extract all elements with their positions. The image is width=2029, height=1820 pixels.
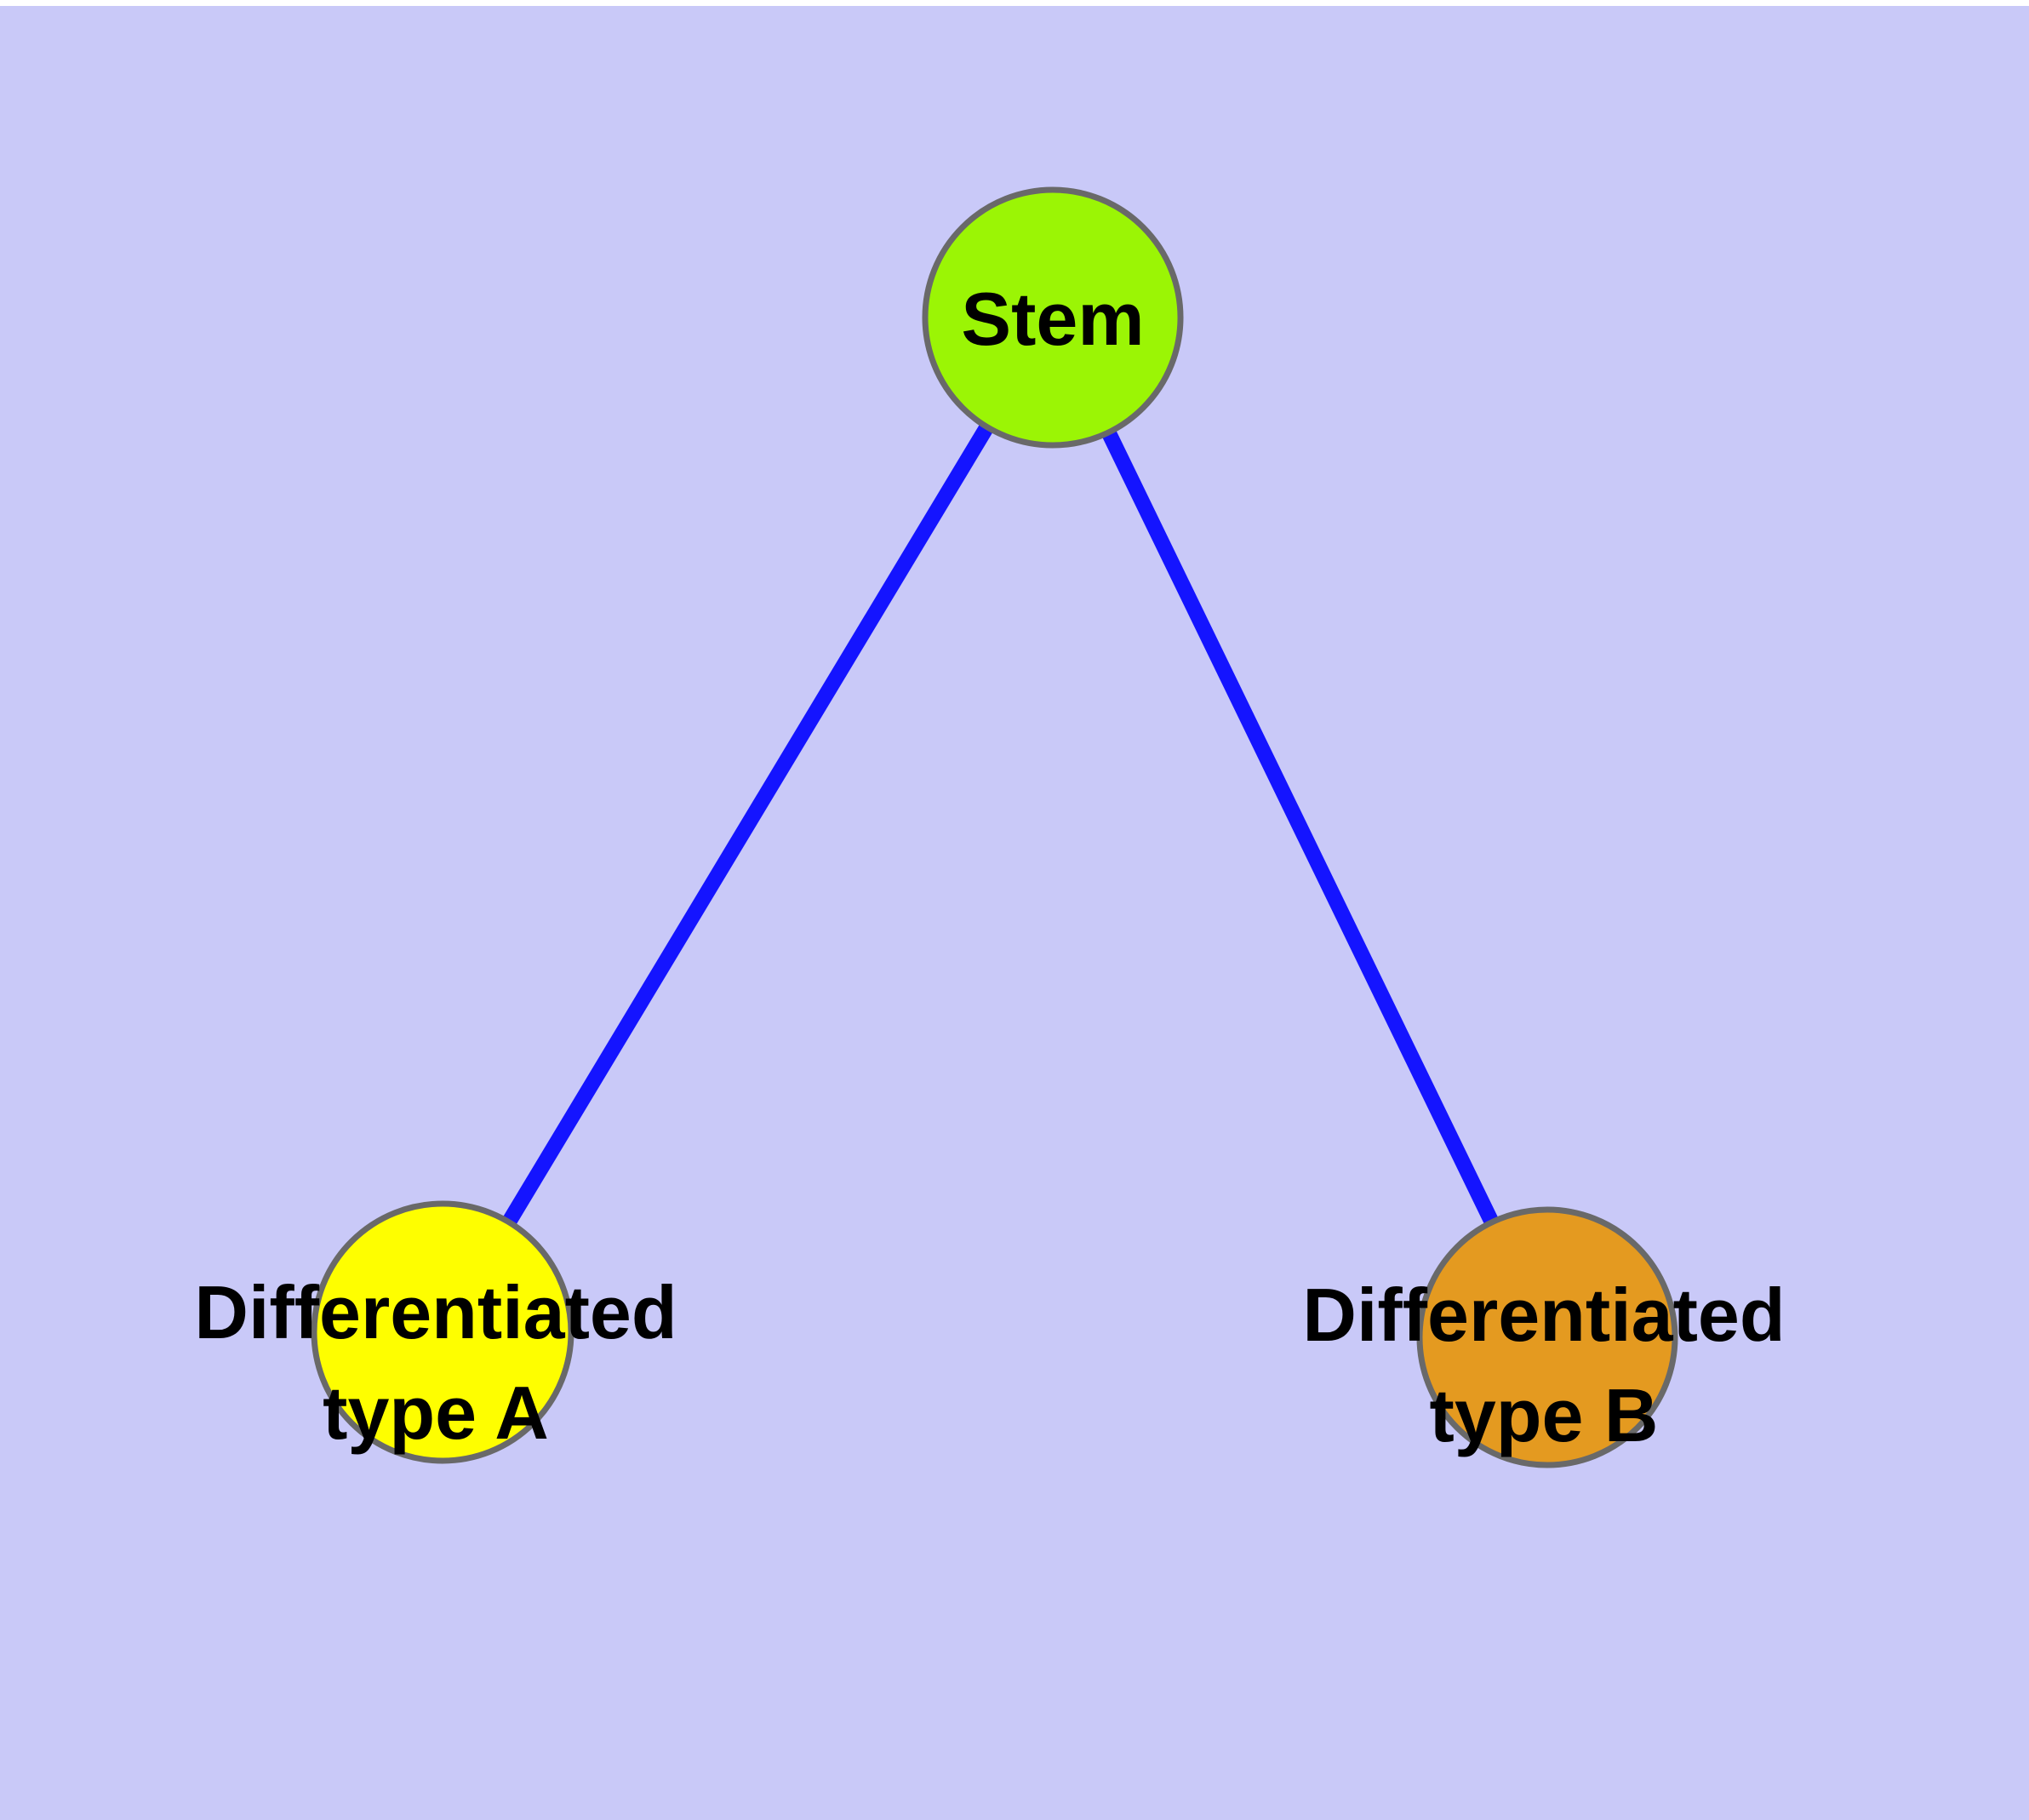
edge-stem-to-type-b	[1045, 314, 1555, 1340]
node-differentiated-type-b	[1416, 1206, 1678, 1468]
edge-stem-to-type-a	[436, 313, 1060, 1336]
node-differentiated-type-a	[311, 1200, 574, 1464]
node-stem	[922, 186, 1184, 449]
